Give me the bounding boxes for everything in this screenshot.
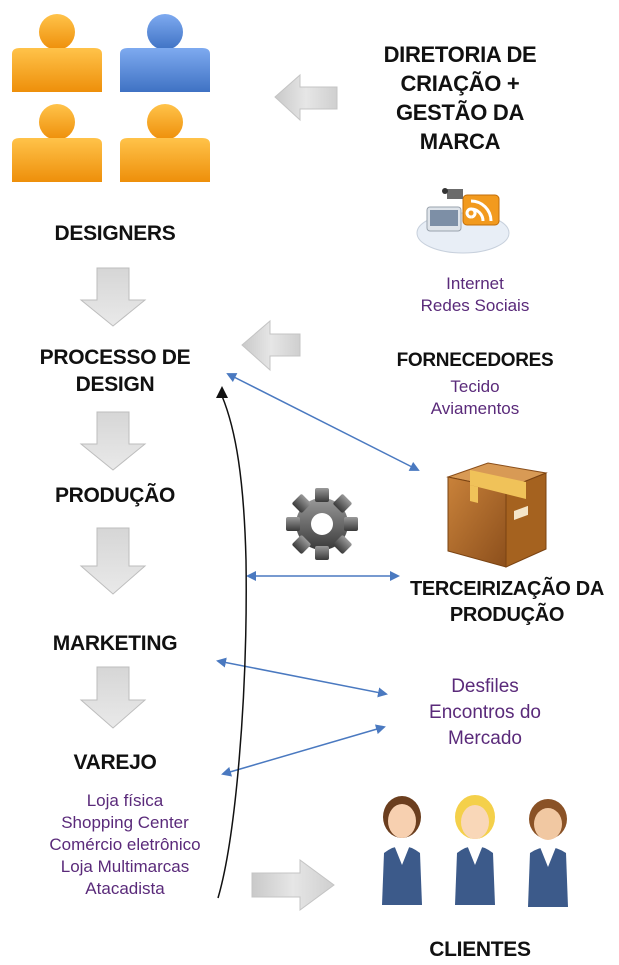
fornecedores-item: Tecido <box>450 377 500 396</box>
down-arrow-4 <box>79 666 147 729</box>
connector-varejo-desfiles <box>221 724 386 777</box>
diretoria-line-3: GESTÃO DA <box>395 100 525 125</box>
processo-label: PROCESSO DE DESIGN <box>5 344 225 398</box>
network-icon <box>416 188 510 254</box>
internet-label: Internet Redes Sociais <box>380 273 570 317</box>
down-arrow-1 <box>79 267 147 327</box>
internet-line-1: Internet <box>446 274 504 293</box>
user-group-icon <box>12 14 210 182</box>
fornecedores-list: Tecido Aviamentos <box>380 376 570 420</box>
desfiles-line-2: Encontros do <box>429 702 541 723</box>
varejo-list: Loja física Shopping Center Comércio ele… <box>10 790 240 900</box>
terceirizacao-line-2: PRODUÇÃO <box>449 604 565 626</box>
block-arrow-left-fornecedores <box>241 319 301 372</box>
varejo-item: Loja Multimarcas <box>60 857 190 876</box>
terceirizacao-line-1: TERCEIRIZAÇÃO DA <box>409 578 605 600</box>
varejo-label: VAREJO <box>73 751 157 774</box>
diretoria-line-2: CRIAÇÃO + <box>400 71 520 96</box>
diretoria-line-1: DIRETORIA DE <box>383 42 537 67</box>
desfiles-line-3: Mercado <box>448 728 522 749</box>
marketing-label: MARKETING <box>52 632 178 655</box>
connector-processo-box <box>226 373 420 471</box>
connector-marketing-desfiles <box>216 657 388 698</box>
clientes-label: CLIENTES <box>429 938 531 961</box>
gear-icon <box>286 488 358 560</box>
block-arrow-right-clientes <box>251 859 335 911</box>
down-arrow-3 <box>79 527 147 595</box>
terceirizacao-label: TERCEIRIZAÇÃO DA PRODUÇÃO <box>398 576 616 628</box>
clients-group-icon <box>382 795 568 907</box>
designers-label: DESIGNERS <box>54 222 176 245</box>
desfiles-label: Desfiles Encontros do Mercado <box>395 674 575 752</box>
varejo-item: Atacadista <box>85 879 165 898</box>
fornecedores-label: FORNECEDORES <box>396 350 554 371</box>
producao-label: PRODUÇÃO <box>54 484 176 507</box>
desfiles-line-1: Desfiles <box>451 676 519 697</box>
package-box-icon <box>446 462 548 568</box>
processo-line-1: PROCESSO DE <box>39 346 191 369</box>
internet-line-2: Redes Sociais <box>420 296 530 315</box>
varejo-item: Loja física <box>86 791 164 810</box>
down-arrow-2 <box>79 411 147 471</box>
diretoria-line-4: MARCA <box>419 129 501 154</box>
diretoria-label: DIRETORIA DE CRIAÇÃO + GESTÃO DA MARCA <box>345 40 575 156</box>
feedback-curve-arrow <box>216 386 247 899</box>
block-arrow-left-diretoria <box>274 73 338 122</box>
varejo-item: Shopping Center <box>61 813 189 832</box>
processo-line-2: DESIGN <box>75 373 155 396</box>
fornecedores-item: Aviamentos <box>430 399 520 418</box>
varejo-item: Comércio eletrônico <box>49 835 201 854</box>
